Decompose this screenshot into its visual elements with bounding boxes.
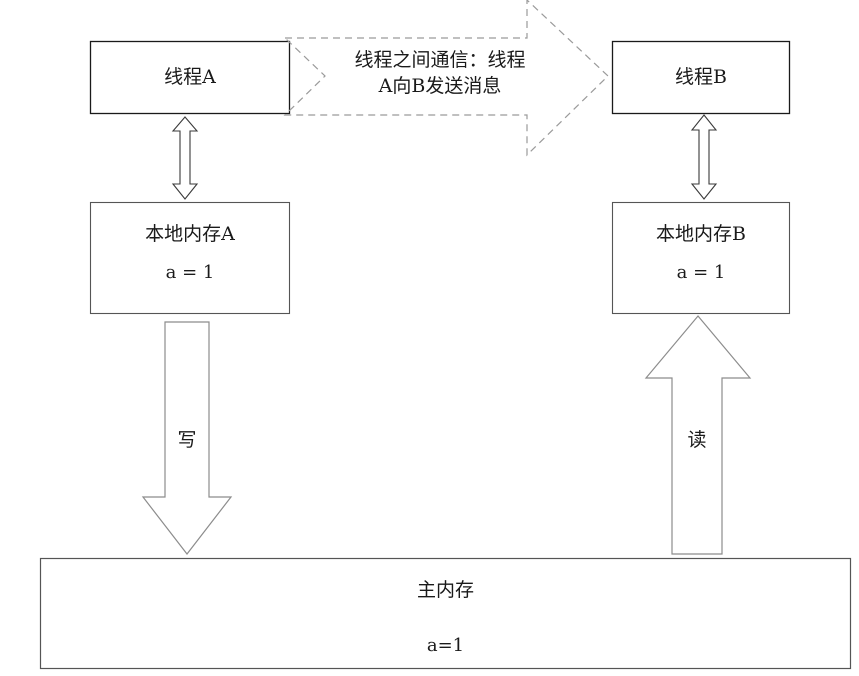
- thread-b-box: [611, 40, 791, 115]
- local-memory-b-value: a = 1: [676, 262, 726, 283]
- main-memory-box: [39, 557, 852, 670]
- message-arrow-line1: 线程之间通信：线程: [354, 49, 526, 71]
- write-label: 写: [177, 429, 197, 451]
- local-memory-b-box: [611, 201, 791, 315]
- message-arrow-shape: [283, 0, 609, 157]
- local-memory-b-title: 本地内存B: [656, 223, 746, 245]
- message-arrow-line2: A向B发送消息: [378, 75, 502, 97]
- thread-a-label: 线程A: [164, 66, 216, 88]
- write-arrow-shape: [141, 321, 233, 555]
- main-memory-title: 主内存: [416, 579, 474, 601]
- local-memory-a-title: 本地内存A: [145, 223, 235, 245]
- read-label: 读: [687, 429, 707, 451]
- local-memory-a-value: a = 1: [165, 262, 215, 283]
- thread-b-local-b-double-arrow: [690, 114, 718, 200]
- read-arrow-shape: [644, 315, 752, 555]
- thread-b-label: 线程B: [675, 66, 727, 88]
- main-memory-value: a=1: [426, 635, 465, 656]
- thread-a-local-a-double-arrow: [171, 116, 199, 200]
- thread-a-box: [89, 40, 291, 115]
- local-memory-a-box: [89, 201, 291, 315]
